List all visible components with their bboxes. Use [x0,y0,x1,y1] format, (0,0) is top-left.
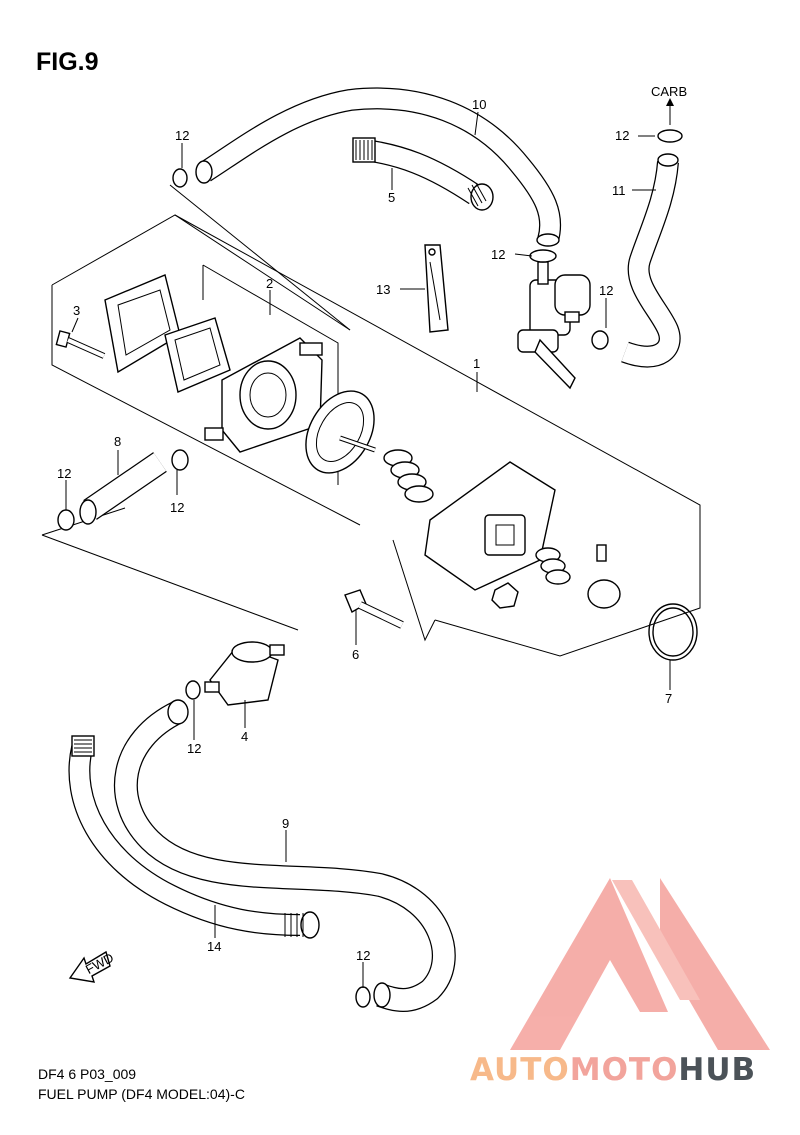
part-label-2: 2 [266,276,273,291]
part-label-12-d: 12 [599,283,613,298]
pipe-5 [352,137,494,211]
part-label-3: 3 [73,303,80,318]
watermark-part-1: AUTO [470,1052,570,1088]
fuel-filter-4 [204,641,285,706]
hose-10 [195,87,562,247]
o-ring-7 [648,603,698,661]
watermark-logo [510,878,770,1050]
screw-3 [55,330,106,359]
pump-body [204,337,323,453]
part-label-9: 9 [282,816,289,831]
hose-11 [621,153,681,368]
part-label-11: 11 [612,183,626,198]
part-label-12-f: 12 [170,500,184,515]
part-label-14: 14 [207,939,221,954]
fwd-label: FWD [83,950,116,977]
part-label-12-e: 12 [57,466,71,481]
label-carb: CARB [651,84,687,99]
nut [491,582,519,609]
part-label-12-h: 12 [356,948,370,963]
pump-housing [424,461,556,591]
part-label-6: 6 [352,647,359,662]
clip-13 [424,244,449,333]
spring-upper [383,449,434,503]
part-label-8: 8 [114,434,121,449]
watermark-text: AUTOMOTOHUB [470,1052,756,1088]
watermark-part-2: MOTO [569,1052,679,1088]
hose-9 [113,699,456,1012]
leader-lines [65,111,671,988]
diaphragm [305,390,376,474]
part-label-12-b: 12 [615,128,629,143]
fwd-arrow: FWD [68,950,116,983]
figure-caption: FUEL PUMP (DF4 MODEL:04)-C [38,1086,245,1102]
part-label-12-a: 12 [175,128,189,143]
part-label-12-g: 12 [187,741,201,756]
part-label-10: 10 [472,97,486,112]
figure-title: FIG.9 [36,48,99,76]
spring-lower [535,544,621,609]
part-label-1: 1 [473,356,480,371]
part-label-13: 13 [376,282,390,297]
carb-arrow [666,98,674,125]
figure-code: DF4 6 P03_009 [38,1066,137,1082]
part-label-12-c: 12 [491,247,505,262]
watermark-part-3: HUB [678,1052,757,1088]
bolt-6 [344,589,404,629]
fuel-valve [517,261,591,390]
gasket-2 [104,274,231,393]
pipe-14 [68,735,320,939]
part-label-5: 5 [388,190,395,205]
part-labels: CARB 10 12 12 11 5 12 2 13 12 3 1 8 12 1… [57,84,687,963]
part-label-7: 7 [665,691,672,706]
hose-8 [79,452,167,525]
part-label-4: 4 [241,729,248,744]
